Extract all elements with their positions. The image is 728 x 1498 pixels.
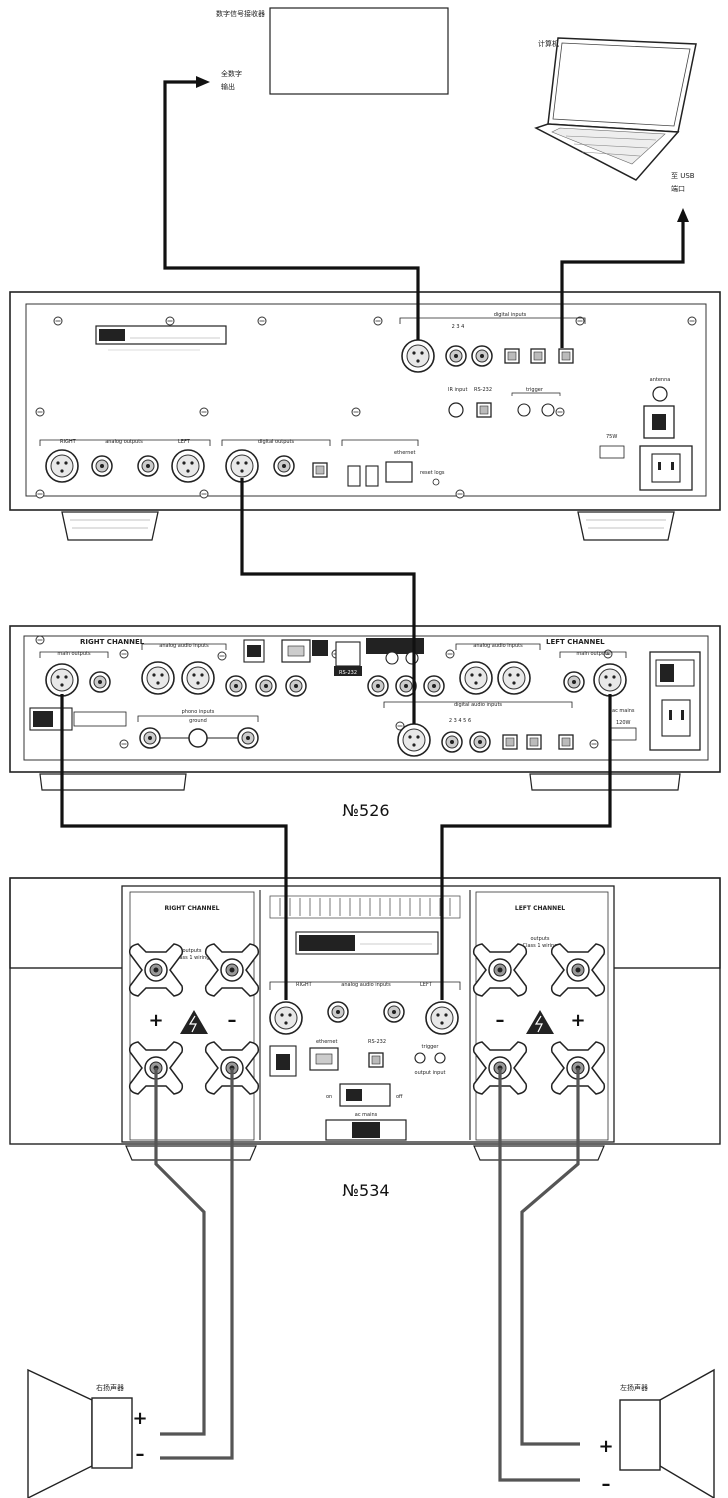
source-aes-input-connector [401, 339, 435, 373]
amp-right-plus-sign: + [148, 1010, 163, 1031]
amp-model-label: №534 [342, 1181, 389, 1200]
source-power-switch[interactable] [643, 405, 675, 439]
right-speaker-label: 右扬声器 [96, 1383, 124, 1392]
right-speaker-plus: + [132, 1408, 147, 1429]
amp-right-minus-sign: – [228, 1010, 237, 1031]
source-foot-left [61, 511, 159, 541]
left-speaker-label: 左扬声器 [620, 1383, 648, 1392]
source-analog-outputs-label: analog outputs [105, 439, 143, 445]
preamp-power-label: 120W [616, 720, 631, 726]
digital-out-label-line2: 输出 [221, 82, 235, 91]
source-digital-inputs-label: digital inputs [494, 312, 527, 318]
source-ethernet-label: ethernet [394, 450, 415, 456]
preamp-model-label: №526 [342, 801, 389, 820]
amp-outputs-right-label: outputs [182, 948, 201, 954]
amp-left-channel-label: LEFT CHANNEL [515, 905, 565, 912]
left-speaker-minus: – [602, 1474, 611, 1495]
preamp-foot-left [39, 773, 187, 791]
laptop-computer: 计算机 [534, 37, 697, 181]
cable-source-to-computer [560, 222, 685, 348]
preamp-digital-nums-label: 2 3 4 5 6 [449, 718, 471, 724]
source-antenna-label: antenna [650, 377, 671, 383]
speaker-cable-left-minus [498, 1068, 580, 1482]
preamp-phono-inputs-label: phono inputs [182, 709, 215, 715]
source-unit: digital inputs 2 3 4 IR input RS-232 tri… [9, 291, 721, 541]
amp-on-label: on [326, 1094, 332, 1100]
amp-left-input-label: LEFT [420, 982, 433, 988]
amp-heatsink [269, 895, 461, 919]
speaker-cable-right-minus [160, 1068, 234, 1460]
source-left-label: LEFT [178, 439, 191, 445]
amp-left-plus-sign: + [570, 1010, 585, 1031]
source-inputs-num-label: 2 3 4 [452, 324, 465, 330]
source-rs232-label: RS-232 [474, 387, 492, 393]
usb-label-line1: 至 USB [671, 172, 695, 180]
amp-foot-left [125, 1145, 257, 1161]
amp-right-warning-icon [180, 1010, 208, 1034]
preamp-digital-inputs-label: digital audio inputs [454, 702, 502, 708]
cable-source-to-dac [163, 80, 420, 340]
amp-rs232-label: RS-232 [368, 1039, 386, 1045]
left-speaker: 左扬声器 + – [598, 1368, 715, 1498]
preamp-ground-label: ground [189, 718, 207, 724]
speaker-cable-right-plus [154, 1068, 206, 1436]
amp-foot-right [473, 1145, 605, 1161]
amp-right-xlr-input [269, 1001, 303, 1035]
amp-off-label: off [396, 1094, 403, 1100]
preamp-analog-inputs-left-label: analog audio inputs [473, 643, 523, 649]
preamp-foot-right [529, 773, 681, 791]
preamp-ac-mains-label: ac mains [612, 708, 635, 714]
preamp-right-channel-label: RIGHT CHANNEL [80, 638, 145, 646]
left-speaker-plus: + [598, 1436, 613, 1457]
preamp-main-outputs-left-label: main outputs [576, 651, 610, 657]
amp-analog-inputs-label: analog audio inputs [341, 982, 391, 988]
amp-trigger-label: trigger [422, 1044, 440, 1050]
source-trigger-label: trigger [526, 387, 544, 393]
cable-source-to-preamp [240, 478, 416, 724]
dac-receiver: 数字信号接收器 [216, 7, 449, 95]
computer-label: 计算机 [538, 39, 559, 48]
cable-preamp-left-to-amp [440, 694, 612, 1000]
source-foot-right [577, 511, 675, 541]
amp-outputs-left-sub: Class 1 wiring [523, 943, 558, 949]
right-speaker-minus: – [136, 1444, 145, 1465]
cable-preamp-right-to-amp [60, 694, 288, 1000]
source-digital-outputs-label: digital outputs [258, 439, 295, 445]
preamp-analog-inputs-right-label: analog audio inputs [159, 643, 209, 649]
amp-ethernet-label: ethernet [316, 1039, 337, 1045]
preamp-left-main-output-connector [593, 663, 627, 697]
preamp-left-channel-label: LEFT CHANNEL [546, 638, 605, 646]
source-ir-input-label: IR input [448, 387, 467, 393]
amp-left-xlr-input [425, 1001, 459, 1035]
digital-out-label: 全数字 输出 [221, 69, 242, 91]
usb-label-line2: 端口 [671, 184, 685, 193]
preamp-rs232-label: RS-232 [339, 670, 357, 676]
source-logo-plate [95, 325, 227, 345]
source-right-label: RIGHT [60, 439, 77, 445]
dac-label: 数字信号接收器 [216, 9, 265, 18]
speaker-cable-left-plus [520, 1068, 580, 1446]
amp-right-input-label: RIGHT [296, 982, 313, 988]
amp-right-channel-label: RIGHT CHANNEL [164, 905, 219, 912]
source-reset-label: reset logs [420, 470, 445, 476]
amp-534: RIGHT CHANNEL LEFT CHANNEL outputs Class… [9, 877, 721, 1161]
source-power-label: 75W [606, 434, 617, 440]
usb-port-label: 至 USB 端口 [671, 172, 695, 193]
digital-out-label-line1: 全数字 [221, 69, 242, 78]
source-usb-input-connector [558, 348, 574, 364]
preamp-right-main-output-connector [45, 663, 79, 697]
amp-outputs-left-label: outputs [530, 936, 549, 942]
amp-left-minus-sign: – [496, 1010, 505, 1031]
amp-left-warning-icon [526, 1010, 554, 1034]
preamp-526: RIGHT CHANNEL LEFT CHANNEL main outputs … [9, 625, 721, 791]
preamp-main-outputs-right-label: main outputs [57, 651, 91, 657]
amp-ac-mains-label: ac mains [355, 1112, 378, 1118]
amp-trigger-sub-label: output input [415, 1070, 446, 1076]
right-speaker: 右扬声器 + – [27, 1368, 148, 1498]
preamp-aes-input-connector [397, 723, 431, 757]
amp-outputs-right-sub: Class 1 wiring [175, 955, 210, 961]
preamp-power-switch[interactable] [660, 664, 674, 682]
source-aes-output-connector [225, 449, 259, 483]
